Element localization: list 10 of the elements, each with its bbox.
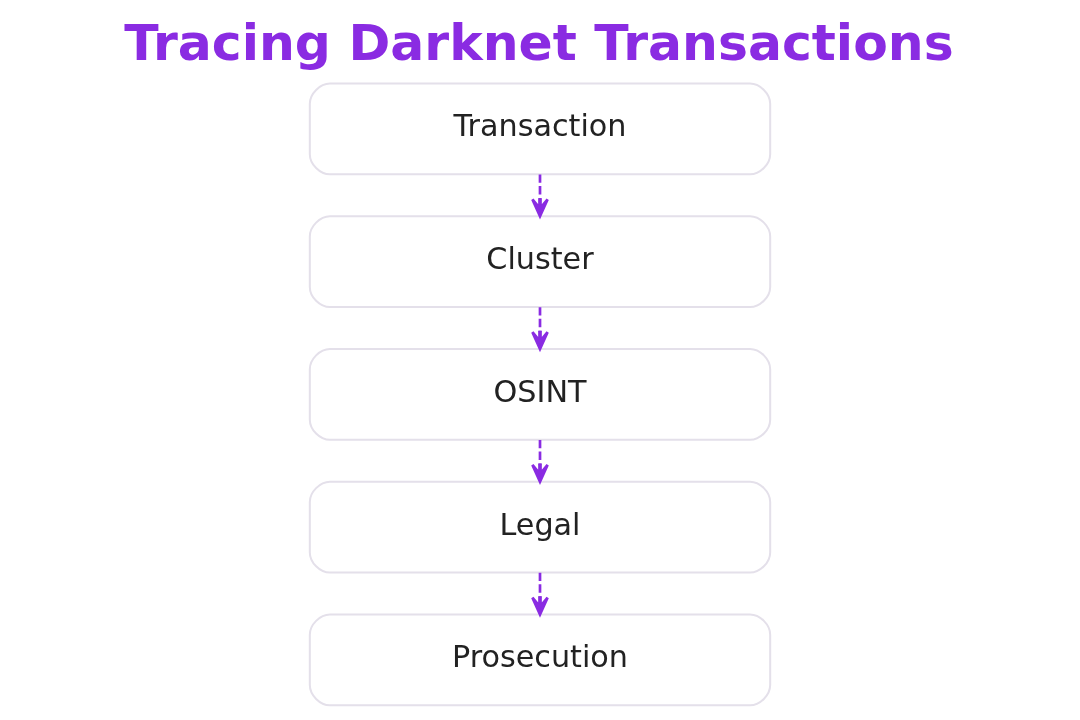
node-box: Prosecution: [308, 613, 772, 707]
diagram-title: Tracing Darknet Transactions: [124, 13, 954, 73]
node-box: Transaction: [308, 82, 772, 176]
node-box: Cluster: [308, 215, 772, 309]
arrow: [531, 439, 549, 484]
arrow: [531, 174, 549, 218]
arrow: [531, 572, 549, 616]
arrow: [531, 307, 549, 351]
node-box: Legal: [308, 480, 772, 574]
node-box: OSINT: [308, 348, 772, 441]
